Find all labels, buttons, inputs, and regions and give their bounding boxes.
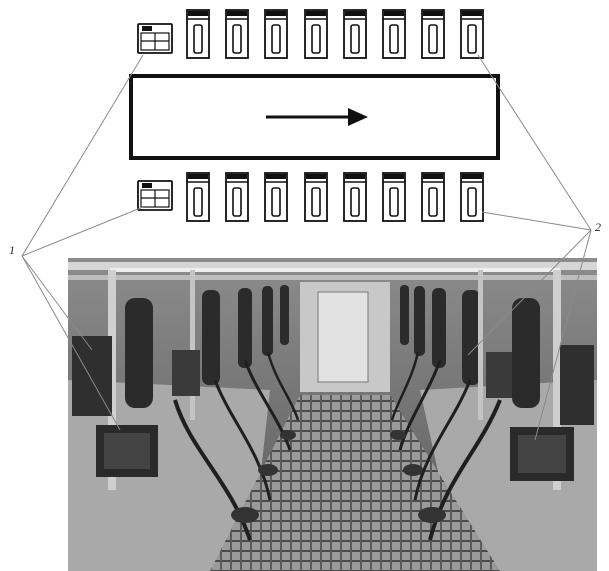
flow-arrow-icon [266, 108, 368, 126]
bottom-milking-unit-icon [382, 172, 406, 222]
bottom-milking-unit-icon [304, 172, 328, 222]
top-milking-unit-icon [186, 9, 210, 59]
top-milking-unit-icon [264, 9, 288, 59]
callout-label-2: 2 [595, 220, 601, 234]
grated-walkway [210, 395, 500, 571]
bottom-milking-unit-icon [225, 172, 249, 222]
bottom-milking-unit-icon [343, 172, 367, 222]
bottom-milking-unit-icon [421, 172, 445, 222]
callout-leaders [21, 54, 592, 441]
bottom-milking-unit-icon [186, 172, 210, 222]
top-milking-unit-icon [304, 9, 328, 59]
top-milking-unit-icon [421, 9, 445, 59]
bottom-milking-unit-row [186, 172, 484, 222]
bottom-milking-unit-icon [460, 172, 484, 222]
top-milking-unit-icon [343, 9, 367, 59]
top-milking-unit-icon [460, 9, 484, 59]
parlor-schematic [129, 9, 500, 222]
top-milking-unit-icon [382, 9, 406, 59]
top-controller-icon [137, 23, 173, 54]
milking-parlor-photo [68, 258, 597, 571]
top-milking-unit-row [186, 9, 484, 59]
top-milking-unit-icon [225, 9, 249, 59]
callout-label-1: 1 [9, 243, 15, 257]
bottom-milking-unit-icon [264, 172, 288, 222]
bottom-controller-icon [137, 180, 173, 211]
